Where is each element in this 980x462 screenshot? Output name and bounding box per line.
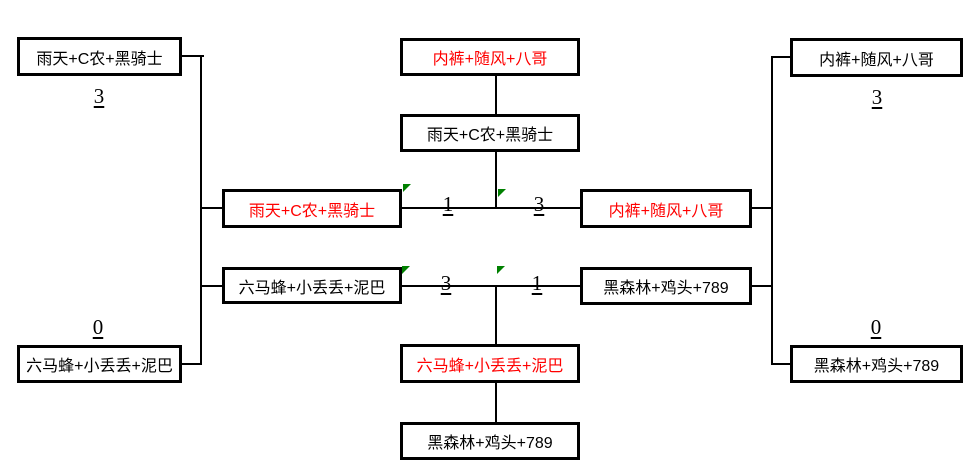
connector-line (752, 285, 773, 287)
connector-line (771, 56, 773, 365)
score-semifinal-left-bottom: 0 (92, 315, 104, 339)
team-box-semifinal-left-bottom: 六马蜂+小丢丢+泥巴 (17, 345, 182, 383)
connector-line (752, 207, 773, 209)
score-semifinal-left-top: 3 (93, 84, 105, 108)
team-box-third-match-right: 黑森林+鸡头+789 (580, 267, 752, 305)
connector-line (495, 383, 497, 422)
score-final-left: 1 (442, 192, 454, 216)
connector-line (200, 55, 202, 365)
score-third-match-right: 1 (531, 271, 543, 295)
connector-line (495, 76, 497, 114)
connector-line (771, 56, 790, 58)
team-box-final-right: 内裤+随风+八哥 (580, 189, 752, 228)
team-box-semifinal-left-top: 雨天+C农+黑骑士 (17, 37, 182, 76)
fourth-place-box: 黑森林+鸡头+789 (400, 422, 580, 460)
connector-line (182, 363, 202, 365)
score-semifinal-right-bottom: 0 (870, 315, 882, 339)
score-semifinal-right-top: 3 (871, 85, 883, 109)
connector-line (182, 55, 204, 57)
green-corner-flag-icon (402, 266, 410, 274)
green-corner-flag-icon (403, 184, 411, 192)
team-box-third-match-left: 六马蜂+小丢丢+泥巴 (222, 267, 402, 304)
third-place-match-line (402, 285, 580, 287)
champion-box: 内裤+随风+八哥 (400, 38, 580, 76)
third-place-box: 六马蜂+小丢丢+泥巴 (400, 344, 580, 383)
green-corner-flag-icon (498, 189, 506, 197)
score-third-match-left: 3 (440, 271, 452, 295)
connector-line (771, 363, 790, 365)
connector-line (495, 287, 497, 344)
runner-up-box: 雨天+C农+黑骑士 (400, 114, 580, 152)
team-box-semifinal-right-bottom: 黑森林+鸡头+789 (790, 345, 963, 383)
connector-line (200, 285, 222, 287)
connector-line (200, 207, 222, 209)
team-box-final-left: 雨天+C农+黑骑士 (222, 189, 402, 228)
green-corner-flag-icon (497, 266, 505, 274)
team-box-semifinal-right-top: 内裤+随风+八哥 (790, 38, 963, 77)
connector-line (495, 152, 497, 209)
final-match-line (402, 207, 580, 209)
score-final-right: 3 (533, 192, 545, 216)
